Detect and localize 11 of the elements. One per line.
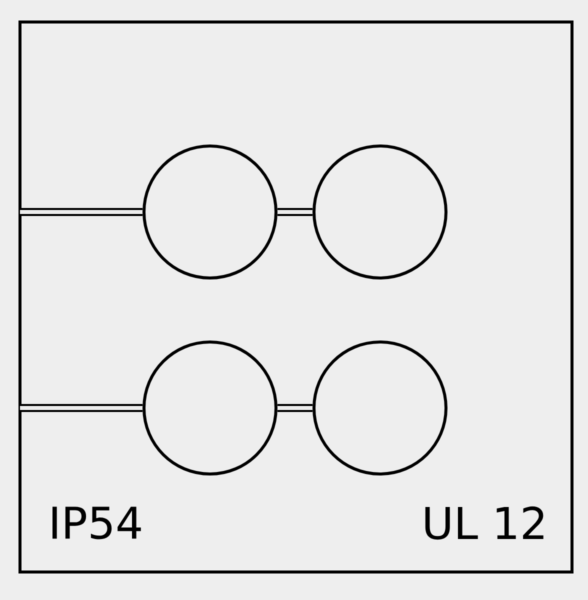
double-line [20, 208, 142, 216]
frame [18, 20, 574, 574]
hole-circle [312, 144, 448, 280]
double-line [278, 208, 312, 216]
hole-circle [312, 340, 448, 476]
double-line [20, 404, 142, 412]
rating-label: UL 12 [425, 506, 544, 540]
rating-label: IP54 [52, 506, 141, 540]
double-line [278, 404, 312, 412]
hole-circle [142, 144, 278, 280]
hole-circle [142, 340, 278, 476]
